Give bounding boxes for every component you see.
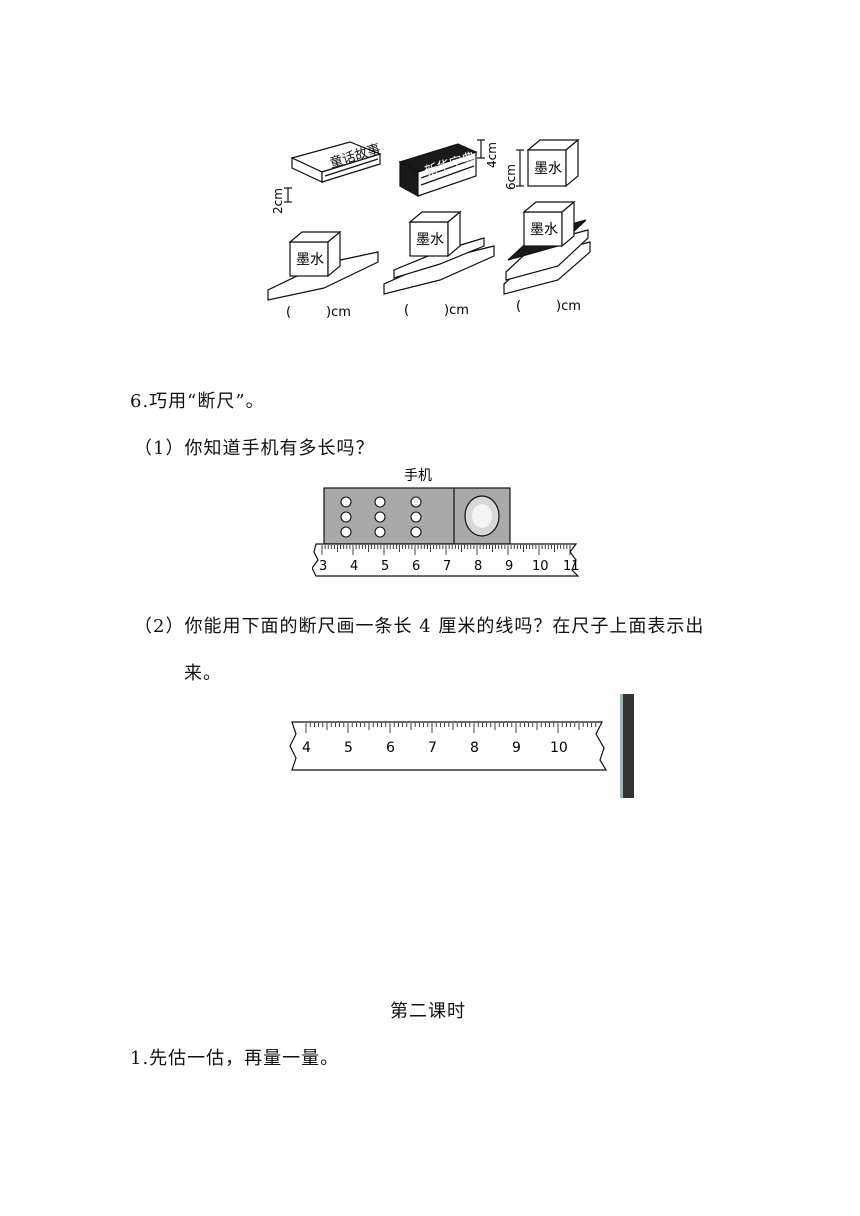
lesson2-heading: 第二课时 [390,1001,466,1022]
q6-sub2-line2: 来。 [184,663,222,684]
ruler2-label: 7 [428,740,437,756]
ruler1-label: 9 [505,559,513,574]
dim-book2: 4cm [485,142,499,168]
lesson2-q1: 1.先估一估，再量一量。 [130,1048,340,1069]
ruler1-label: 8 [474,559,482,574]
answer1-close: )cm [326,305,351,320]
phone-ruler-figure: 手机 3 4 5 6 7 8 9 10 11 [312,468,580,577]
ruler1-label: 11 [563,559,580,574]
q6-sub2-line1: （2）你能用下面的断尺画一条长 4 厘米的线吗？在尺子上面表示出 [134,616,705,637]
stack2-illustration [383,210,495,295]
stack1-illustration [267,230,379,301]
ruler2-labels: 4 5 6 7 8 9 10 [302,740,568,756]
phone-keys [340,496,422,538]
ink-label-stack3: 墨水 [530,222,558,238]
ruler1-ticks [321,545,571,555]
ink-box-top [526,138,580,188]
ruler2-label: 10 [550,740,568,756]
ruler2-label: 9 [512,740,521,756]
stack3-illustration [503,200,591,295]
ink-label-stack1: 墨水 [296,252,324,268]
ruler2-label: 5 [344,740,353,756]
ruler1-label: 5 [381,559,389,574]
ruler1-body [312,543,580,577]
ruler1-label: 10 [532,559,549,574]
answer2-open: ( [404,303,409,318]
book2-illustration [398,143,478,198]
ruler1-label: 7 [443,559,451,574]
ruler1-label: 6 [412,559,420,574]
answer3-open: ( [516,299,521,314]
answer3-close: )cm [556,299,581,314]
scan-edge [622,694,634,798]
dim-book1: 2cm [271,188,285,214]
answer1-open: ( [286,305,291,320]
ruler2-ticks [305,723,597,733]
ruler1-labels: 3 4 5 6 7 8 9 10 11 [319,559,580,574]
book1-illustration [290,141,382,183]
books-ink-figure: 童话故事 新华字典 墨水 墨水 墨水 墨水 2cm 4cm 6cm ( )cm … [267,138,591,320]
broken-ruler-figure: 4 5 6 7 8 9 10 [289,694,634,798]
answer2-close: )cm [444,303,469,318]
ruler1-label: 4 [350,559,358,574]
dim-ink: 6cm [504,164,518,190]
ruler2-label: 6 [386,740,395,756]
q6-title: 6.巧用“断尺”。 [130,391,265,412]
phone-label: 手机 [404,468,432,484]
ruler2-label: 8 [470,740,479,756]
q6-sub1: （1）你知道手机有多长吗？ [134,438,375,459]
ruler1-label: 3 [319,559,327,574]
ink-label-stack2: 墨水 [416,232,444,248]
ink-label-top: 墨水 [534,161,562,177]
ruler2-body [289,721,608,771]
ruler2-label: 4 [302,740,311,756]
